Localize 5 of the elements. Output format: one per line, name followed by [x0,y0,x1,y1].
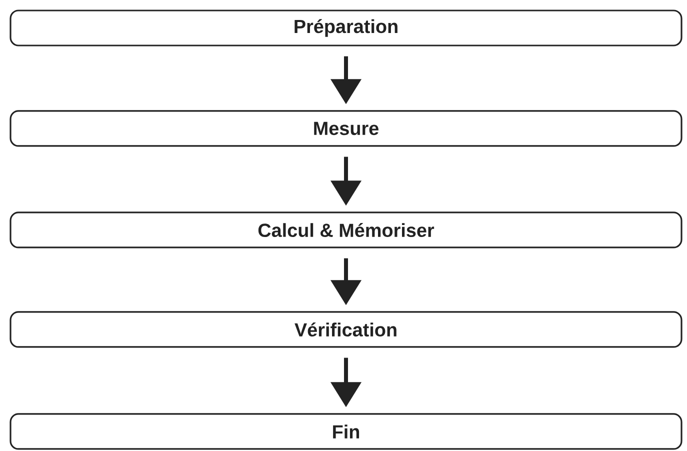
process-box: Vérification [10,311,682,348]
process-box: Calcul & Mémoriser [10,212,682,248]
process-box: Fin [10,413,682,450]
process-box: Préparation [10,10,682,46]
process-box: Mesure [10,110,682,147]
